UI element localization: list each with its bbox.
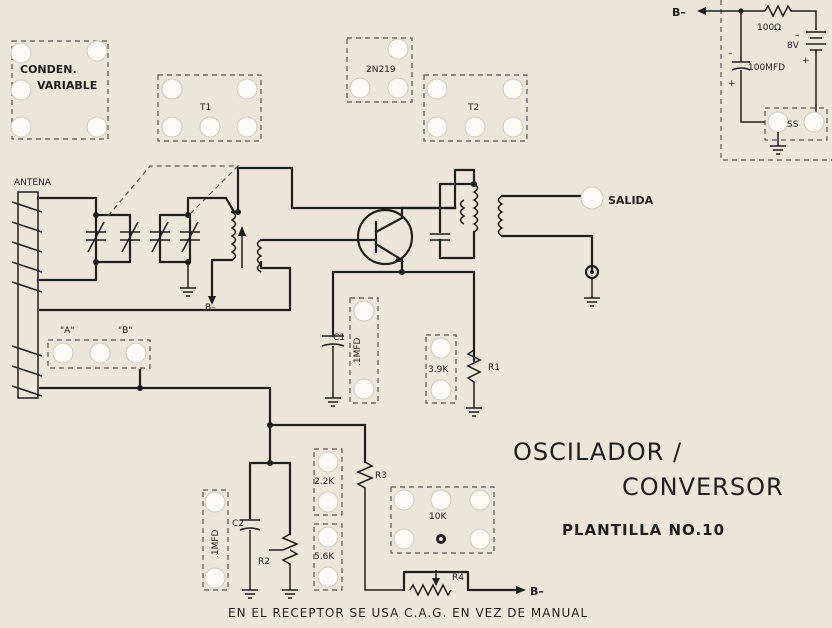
r3-label: R3 (375, 471, 387, 481)
battery-label: 8V (787, 41, 800, 51)
title-line-2: CONVERSOR (622, 473, 784, 501)
c2-value-label: .1MFD (211, 529, 221, 558)
t2-tank-circuit: SALIDA (430, 181, 654, 307)
supply-resistor-label: 100Ω (757, 23, 781, 33)
supply-cap-minus: – (728, 49, 733, 59)
supply-cap-plus: + (728, 79, 736, 89)
t1-b-minus-label: B– (205, 303, 216, 313)
c2-label: C2 (232, 519, 244, 529)
antenna-label: ANTENA (14, 178, 52, 188)
switch-label: SS (787, 120, 799, 130)
t1-label: T1 (199, 103, 211, 113)
emitter-network: C1 .1MFD 3.9K R1 (321, 297, 500, 417)
t2-box: T2 (423, 74, 528, 142)
t1-box: T1 (157, 74, 262, 142)
c1-value-label: .1MFD (353, 337, 363, 366)
r1-label: R1 (488, 363, 500, 373)
c1-label: C1 (333, 333, 345, 343)
title-line-1: OSCILADOR / (513, 438, 682, 466)
power-supply-section: B– 100Ω 8V – + 100MFD – + SS (672, 0, 832, 161)
subtitle: PLANTILLA NO.10 (562, 521, 725, 539)
antenna-taps: "A" "B" (38, 260, 292, 427)
t1-transformer: B– (205, 166, 476, 313)
footer-note: EN EL RECEPTOR SE USA C.A.G. EN VEZ DE M… (228, 606, 588, 620)
t2-label: T2 (467, 103, 479, 113)
transistor-box: 2N219 (346, 37, 413, 103)
supply-cap-label: 100MFD (748, 63, 785, 73)
r2-value-label: 2.2K (314, 477, 335, 487)
r3-value-label: 5.6K (314, 552, 335, 562)
r2-label: R2 (258, 557, 270, 567)
antenna-coil: ANTENA (11, 178, 98, 399)
battery-plus: + (802, 56, 810, 66)
pot-value-label: 10K (429, 512, 447, 522)
transistor-label: 2N219 (366, 65, 396, 75)
variable-capacitor-box: CONDEN. VARIABLE (10, 40, 109, 140)
tap-b-label: "B" (118, 326, 132, 336)
tap-a-label: "A" (60, 326, 74, 336)
battery-minus: – (795, 31, 800, 41)
variable-cap-label-1: CONDEN. (20, 63, 77, 76)
transistor-symbol (259, 206, 476, 364)
output-label: SALIDA (608, 194, 654, 207)
agc-b-minus-label: B– (530, 585, 544, 598)
r1-value-label: 3.9K (428, 365, 449, 375)
r4-label: R4 (452, 573, 464, 583)
ganged-variable-capacitor (86, 165, 240, 297)
agc-network: C2 R2 .1MFD 2.2K 5.6K R3 B– R4 10K (202, 422, 544, 599)
variable-cap-label-2: VARIABLE (37, 79, 97, 92)
supply-b-minus-label: B– (672, 6, 686, 19)
